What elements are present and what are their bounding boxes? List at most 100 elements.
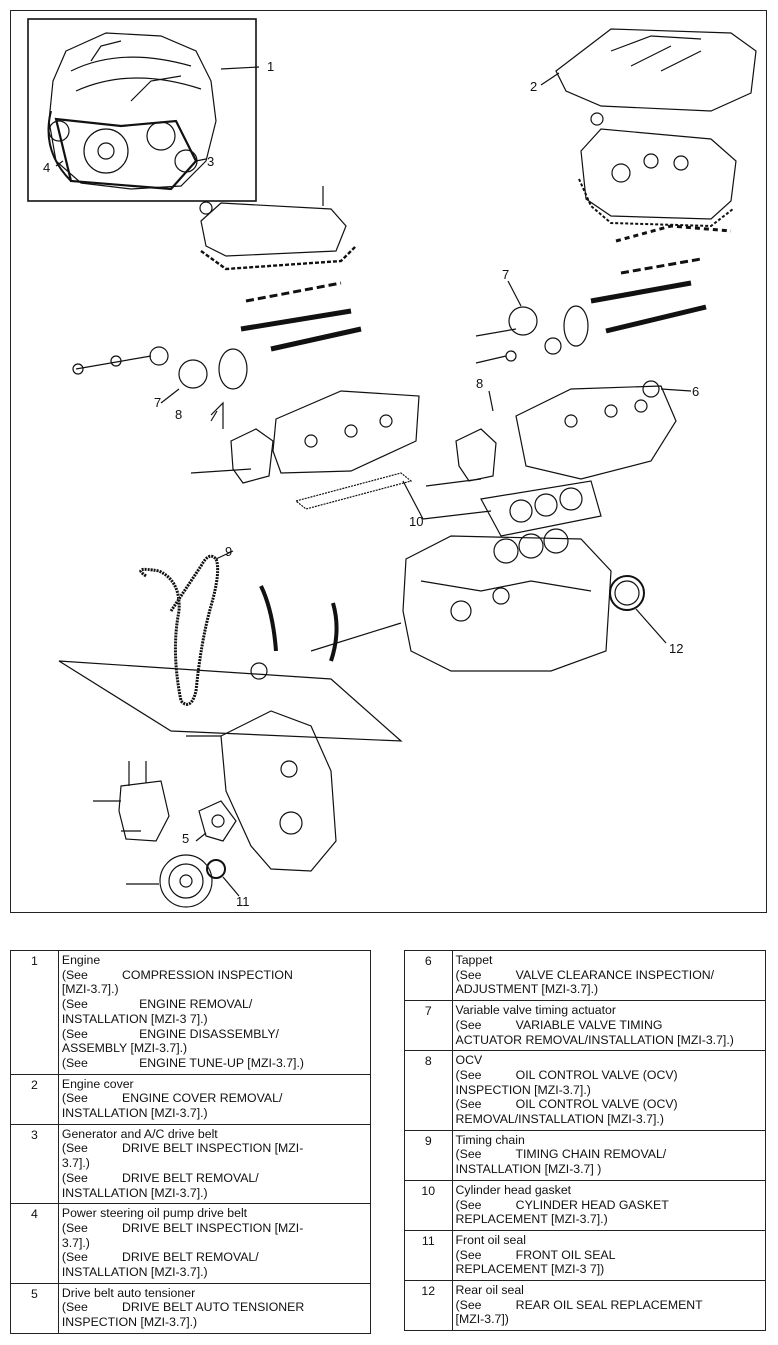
legend-text-line: (See VALVE CLEARANCE INSPECTION/ bbox=[455, 967, 715, 982]
legend-text-line: INSPECTION [MZI-3.7].) bbox=[61, 1315, 198, 1330]
callout-11: 11 bbox=[236, 894, 250, 909]
legend-item-description: Rear oil seal(See REAR OIL SEAL REPLACEM… bbox=[451, 1280, 767, 1332]
legend-text-line: INSTALLATION [MZI-3 7].) bbox=[61, 1011, 208, 1026]
legend-text-line: REMOVAL/INSTALLATION [MZI-3.7].) bbox=[455, 1112, 664, 1127]
legend-text-line: (See FRONT OIL SEAL bbox=[455, 1247, 616, 1262]
legend-text-line: ADJUSTMENT [MZI-3.7].) bbox=[455, 982, 599, 997]
callout-8-left: 8 bbox=[175, 407, 182, 422]
legend-text-line: 3.7].) bbox=[61, 1156, 90, 1171]
legend-text-line: (See COMPRESSION INSPECTION bbox=[61, 967, 293, 982]
callout-10: 10 bbox=[409, 514, 423, 529]
timing-chain bbox=[139, 554, 220, 706]
front-timing-cover bbox=[186, 710, 337, 872]
left-camshafts bbox=[72, 281, 362, 390]
callout-4: 4 bbox=[43, 160, 50, 175]
legend-item-number: 5 bbox=[10, 1282, 59, 1334]
legend-text-line: (See DRIVE BELT AUTO TENSIONER bbox=[61, 1300, 305, 1315]
legend-text-line: (See VARIABLE VALVE TIMING bbox=[455, 1017, 663, 1032]
legend-text-line: ACTUATOR REMOVAL/INSTALLATION [MZI-3.7].… bbox=[455, 1032, 734, 1047]
legend-text-line: [MZI-3.7].) bbox=[61, 982, 119, 997]
callout-12: 12 bbox=[669, 641, 683, 656]
legend-text-line: Front oil seal bbox=[455, 1232, 526, 1247]
legend-text-line: Tappet bbox=[455, 953, 493, 967]
accessory-bracket bbox=[93, 761, 170, 842]
legend-text-line: (See ENGINE COVER REMOVAL/ bbox=[61, 1091, 283, 1106]
right-valve-cover bbox=[578, 112, 737, 228]
legend-text-line: Power steering oil pump drive belt bbox=[61, 1206, 248, 1221]
legend-text-line: Cylinder head gasket bbox=[455, 1182, 572, 1197]
drive-belt-tensioner bbox=[198, 800, 237, 842]
engine-block bbox=[402, 528, 612, 672]
inset-engine-box bbox=[27, 18, 257, 202]
callout-8-right: 8 bbox=[476, 376, 483, 391]
legend-text-line: (See ENGINE TUNE-UP [MZI-3.7].) bbox=[61, 1055, 304, 1070]
legend-text-line: REPLACEMENT [MZI-3 7]) bbox=[455, 1262, 605, 1277]
legend-item-number: 8 bbox=[404, 1050, 453, 1131]
legend-item-number: 2 bbox=[10, 1073, 59, 1125]
callout-6: 6 bbox=[692, 384, 699, 399]
callout-3: 3 bbox=[207, 154, 214, 169]
exploded-engine-diagram: 1 2 3 4 5 6 7 7 8 8 9 10 11 12 bbox=[10, 10, 767, 913]
legend-item-description: Engine cover(See ENGINE COVER REMOVAL/IN… bbox=[57, 1073, 372, 1125]
legend-item-description: Drive belt auto tensioner(See DRIVE BELT… bbox=[57, 1282, 372, 1334]
legend-item-description: Generator and A/C drive belt (See DRIVE B… bbox=[57, 1123, 372, 1205]
legend-text-line: REPLACEMENT [MZI-3.7].) bbox=[455, 1212, 608, 1227]
callout-1: 1 bbox=[267, 59, 274, 74]
legend-text-line: (See ENGINE DISASSEMBLY/ bbox=[61, 1026, 279, 1041]
legend-text-line: (See OIL CONTROL VALVE (OCV) bbox=[455, 1097, 678, 1112]
right-cylinder-head bbox=[425, 380, 677, 487]
callout-5: 5 bbox=[182, 831, 189, 846]
assembled-engine bbox=[47, 32, 217, 191]
legend-text-line: (See OIL CONTROL VALVE (OCV) bbox=[455, 1067, 678, 1082]
legend-item-number: 11 bbox=[404, 1229, 453, 1282]
legend-item-number: 4 bbox=[10, 1203, 59, 1284]
legend-text-line: Engine bbox=[61, 953, 101, 967]
legend-text-line: INSTALLATION [MZI-3.7] ) bbox=[455, 1162, 602, 1177]
legend-text-line: INSTALLATION [MZI-3.7].) bbox=[61, 1106, 208, 1121]
left-cylinder-head bbox=[190, 390, 420, 484]
callout-7-right: 7 bbox=[502, 267, 509, 282]
legend-text-line: [MZI-3.7]) bbox=[455, 1312, 509, 1327]
crankshaft-pulley bbox=[126, 854, 213, 908]
engine-parts-drawing: 1 2 3 4 5 6 7 7 8 8 9 10 11 12 bbox=[27, 18, 757, 909]
legend-text-line: (See DRIVE BELT REMOVAL/ bbox=[61, 1250, 259, 1265]
legend-text-line: (See DRIVE BELT REMOVAL/ bbox=[61, 1170, 259, 1185]
legend-item-number: 12 bbox=[404, 1280, 453, 1332]
callout-7-left: 7 bbox=[154, 395, 161, 410]
legend-text-line: (See TIMING CHAIN REMOVAL/ bbox=[455, 1147, 667, 1162]
legend-text-line: Engine cover bbox=[61, 1076, 134, 1091]
legend-text-line: INSTALLATION [MZI-3.7].) bbox=[61, 1265, 208, 1280]
legend-text-line: ASSEMBLY [MZI-3.7].) bbox=[61, 1041, 188, 1056]
legend-item-description: Engine(See COMPRESSION INSPECTION[MZI-3.… bbox=[57, 950, 372, 1075]
legend-item-description: OCV(See OIL CONTROL VALVE (OCV)INSPECTIO… bbox=[451, 1050, 767, 1131]
legend-text-line: INSPECTION [MZI-3.7].) bbox=[455, 1082, 591, 1097]
legend-item-number: 10 bbox=[404, 1179, 453, 1231]
engine-cover bbox=[555, 28, 757, 112]
legend-text-line: (See CYLINDER HEAD GASKET bbox=[455, 1197, 669, 1212]
legend-item-number: 1 bbox=[10, 950, 59, 1075]
legend-text-line: Variable valve timing actuator bbox=[455, 1003, 616, 1018]
legend-text-line: Generator and A/C drive belt bbox=[61, 1126, 218, 1141]
legend-text-line: (See REAR OIL SEAL REPLACEMENT bbox=[455, 1297, 703, 1312]
legend-item-description: Timing chain(See TIMING CHAIN REMOVAL/IN… bbox=[451, 1129, 767, 1181]
legend-item-number: 9 bbox=[404, 1129, 453, 1181]
legend-item-number: 6 bbox=[404, 949, 453, 1002]
legend-item-number: 7 bbox=[404, 1000, 453, 1052]
legend-text-line: (See ENGINE REMOVAL/ bbox=[61, 997, 253, 1012]
legend-item-description: Tappet(See VALVE CLEARANCE INSPECTION/AD… bbox=[451, 949, 767, 1002]
